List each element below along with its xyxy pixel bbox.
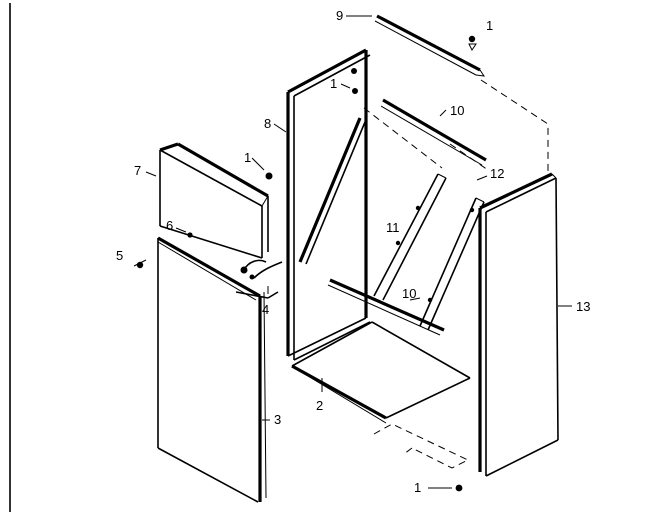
screw-left <box>265 172 273 180</box>
callout-10-top: 10 <box>450 103 464 118</box>
screw-center-b <box>352 88 358 94</box>
part-2-base <box>291 321 471 424</box>
callout-1-bottom: 1 <box>414 480 421 495</box>
callout-1-left: 1 <box>244 150 251 165</box>
callout-4: 4 <box>262 302 269 317</box>
callout-labels: 1 9 1 10 8 12 1 7 11 6 5 4 10 13 3 2 1 <box>116 8 590 495</box>
part-11-bracket <box>373 173 447 301</box>
screw-top <box>468 35 476 43</box>
screw-6 <box>187 232 193 238</box>
callout-9: 9 <box>336 8 343 23</box>
assembly-dash-lines <box>363 79 549 469</box>
callout-3: 3 <box>274 412 281 427</box>
part-7-top-front-panel <box>159 142 269 259</box>
leader-lines <box>145 15 572 489</box>
callout-5: 5 <box>116 248 123 263</box>
part-12-bracket <box>419 197 485 331</box>
screw-5 <box>136 261 144 269</box>
callout-1-center: 1 <box>330 76 337 91</box>
callout-10-bottom: 10 <box>402 286 416 301</box>
part-9-top-rail <box>374 14 486 77</box>
part-8-back-panel <box>286 48 371 361</box>
callout-12: 12 <box>490 166 504 181</box>
screw-bottom <box>455 484 463 492</box>
callout-6: 6 <box>166 218 173 233</box>
part-4-latch <box>235 259 283 299</box>
screw-center-a <box>351 68 357 74</box>
part-13-side-panel <box>478 172 559 477</box>
callout-13: 13 <box>576 299 590 314</box>
callout-2: 2 <box>316 398 323 413</box>
part-3-door <box>157 236 267 503</box>
screws <box>133 35 477 492</box>
part-10-top-rail <box>380 98 487 166</box>
callout-7: 7 <box>134 163 141 178</box>
callout-8: 8 <box>264 116 271 131</box>
callout-11: 11 <box>386 220 400 235</box>
callout-1-top: 1 <box>486 18 493 33</box>
part-10-bottom-rail <box>327 278 445 336</box>
